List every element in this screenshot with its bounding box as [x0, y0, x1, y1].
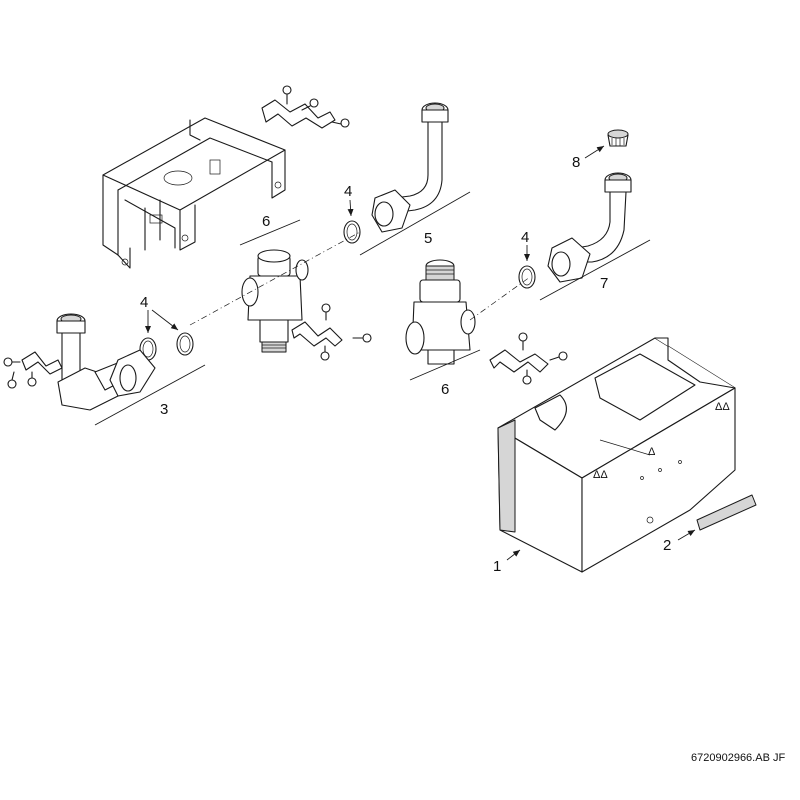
- seal-4-right: [518, 265, 536, 289]
- cover-symbol: Δ: [648, 446, 656, 458]
- callout-4-left: 4: [140, 294, 148, 311]
- callout-4-right: 4: [521, 229, 529, 246]
- mounting-bracket: [102, 117, 286, 269]
- callout-5: 5: [424, 230, 432, 247]
- leader-lines: [94, 145, 696, 561]
- screw: [7, 371, 17, 389]
- screw: [301, 98, 319, 111]
- part-5-bent-pipe: [371, 102, 449, 233]
- part-1-cover: ΔΔ ΔΔ Δ: [497, 337, 736, 573]
- cover-symbol: ΔΔ: [715, 401, 730, 413]
- screw: [321, 303, 331, 321]
- part-6-valve-left: [241, 249, 309, 353]
- pipe-clip-left-valve: [291, 303, 372, 361]
- screw: [331, 118, 350, 128]
- pipe-clip-right: [489, 332, 568, 385]
- screw: [320, 345, 330, 361]
- part-3-angled-pipe: [56, 313, 156, 411]
- callout-7: 7: [600, 275, 608, 292]
- seal-4-top: [343, 220, 361, 244]
- part-2-label-strip: [696, 494, 757, 531]
- part-7-bent-pipe: [547, 172, 632, 283]
- part-6-valve-right: [405, 259, 476, 365]
- part-8-filter: [607, 129, 629, 147]
- seal-4-left-b: [176, 332, 194, 356]
- screw: [3, 357, 21, 367]
- cover-symbol: ΔΔ: [593, 469, 608, 481]
- callout-6-right: 6: [441, 381, 449, 398]
- callout-6-left: 6: [262, 213, 270, 230]
- callout-1: 1: [493, 558, 501, 575]
- screw: [518, 332, 528, 351]
- callout-8: 8: [572, 154, 580, 171]
- screw: [549, 351, 568, 361]
- callout-labels: 1 2 3 4 4 4 5 6 6 7 8: [140, 154, 671, 575]
- pipe-clip-top: [261, 85, 350, 129]
- pipe-clip-left: [3, 351, 63, 389]
- screw: [282, 85, 292, 105]
- document-number: 6720902966.AB JF: [691, 752, 785, 764]
- callout-4-top: 4: [344, 183, 352, 200]
- screw: [352, 333, 372, 343]
- screw: [522, 369, 532, 385]
- callout-3: 3: [160, 401, 168, 418]
- screw: [27, 371, 37, 387]
- callout-2: 2: [663, 537, 671, 554]
